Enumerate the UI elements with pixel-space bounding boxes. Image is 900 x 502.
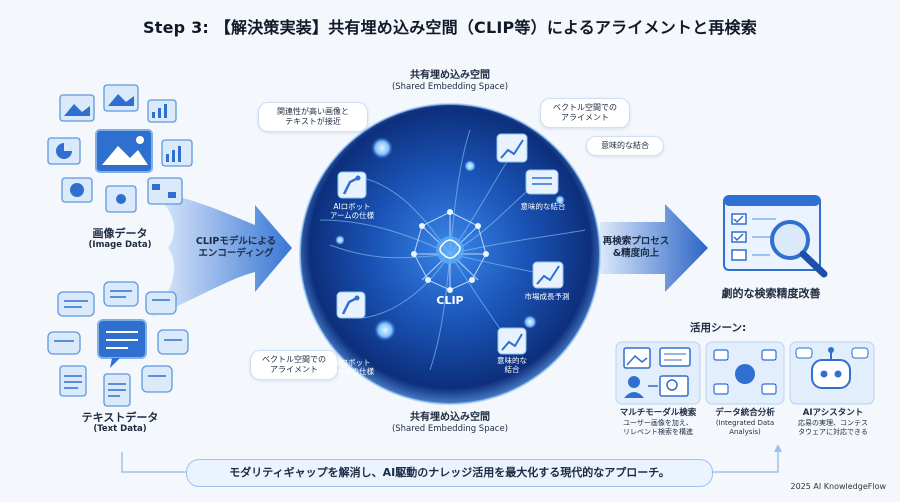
- usecases-heading: 活用シーン:: [690, 322, 747, 334]
- encode-arrow-label: CLIPモデルによる エンコーディング: [195, 236, 277, 259]
- usecase-graphics: [615, 341, 875, 405]
- research-arrow-shape: [600, 204, 708, 292]
- usecase-data-integration: データ統合分析 (Integrated Data Analysis): [715, 408, 775, 436]
- bubble-semantic-top: 意味的な結合: [586, 136, 664, 156]
- usecase-ai-assistant: AIアシスタント 応易の実理、コンテス タウェアに対応できる: [798, 408, 868, 436]
- space-label-top: 共有埋め込み空間 (Shared Embedding Space): [391, 70, 509, 92]
- label-robot-arm-top: AIロボット アームの仕様: [329, 202, 375, 220]
- clip-label: CLIP: [436, 294, 464, 307]
- page-title: Step 3: 【解決策実装】共有埋め込み空間（CLIP等）によるアライメントと…: [143, 18, 757, 37]
- space-label-bottom: 共有埋め込み空間 (Shared Embedding Space): [391, 412, 509, 434]
- image-data-cluster: [47, 84, 193, 213]
- label-semantic-bottom: 意味的な 結合: [497, 356, 527, 374]
- label-semantic-mid: 意味的な結合: [520, 202, 566, 211]
- bubble-related-closer: 関連性が高い画像と テキストが接近: [258, 102, 368, 132]
- sphere-icon-tiles: [336, 133, 564, 355]
- encode-arrow-shape: [150, 190, 292, 318]
- bubble-vector-alignment-top: ベクトル空間での アライメント: [540, 98, 630, 128]
- image-data-label: 画像データ (Image Data): [88, 227, 152, 251]
- label-market-growth: 市場成長予測: [524, 292, 570, 301]
- summary-banner: モダリティギャップを解消し、AI駆動のナレッジ活用を最大化する現代的なアプローチ…: [186, 459, 713, 487]
- research-arrow-label: 再検索プロセス &精度向上: [602, 236, 670, 259]
- usecase-multimodal-search: マルチモーダル検索 ユーザー画像を加え、 リレベント検索を構進: [619, 408, 697, 436]
- search-result-icon: [723, 195, 828, 278]
- bubble-vector-alignment-bottom: ベクトル空間での アライメント: [250, 350, 338, 380]
- text-data-cluster: [47, 281, 189, 407]
- footer-credit: 2025 AI KnowledgeFlow: [790, 482, 886, 491]
- result-label: 劇的な検索精度改善: [721, 287, 821, 300]
- label-robot-arm-bottom: AIロボット アームの仕様: [329, 358, 375, 376]
- brain-icon: [439, 239, 461, 259]
- text-data-label: テキストデータ (Text Data): [81, 411, 159, 435]
